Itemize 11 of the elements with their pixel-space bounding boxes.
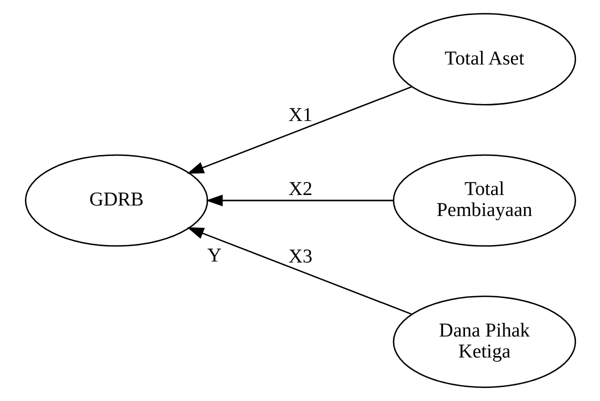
node-ellipse: Dana Pihak Ketiga [392, 296, 576, 388]
node-ellipse: Total Pembiayaan [392, 154, 576, 247]
node-ellipse: Total Aset [392, 13, 576, 106]
arrow [205, 194, 393, 206]
node-ellipse: GDRB [24, 154, 208, 247]
edge-label: X3 [288, 246, 312, 268]
arrow [186, 86, 412, 174]
arrow [186, 227, 412, 315]
edge-label: X1 [288, 105, 312, 126]
node-label: Y [206, 246, 222, 267]
edge-label: X2 [288, 179, 312, 200]
